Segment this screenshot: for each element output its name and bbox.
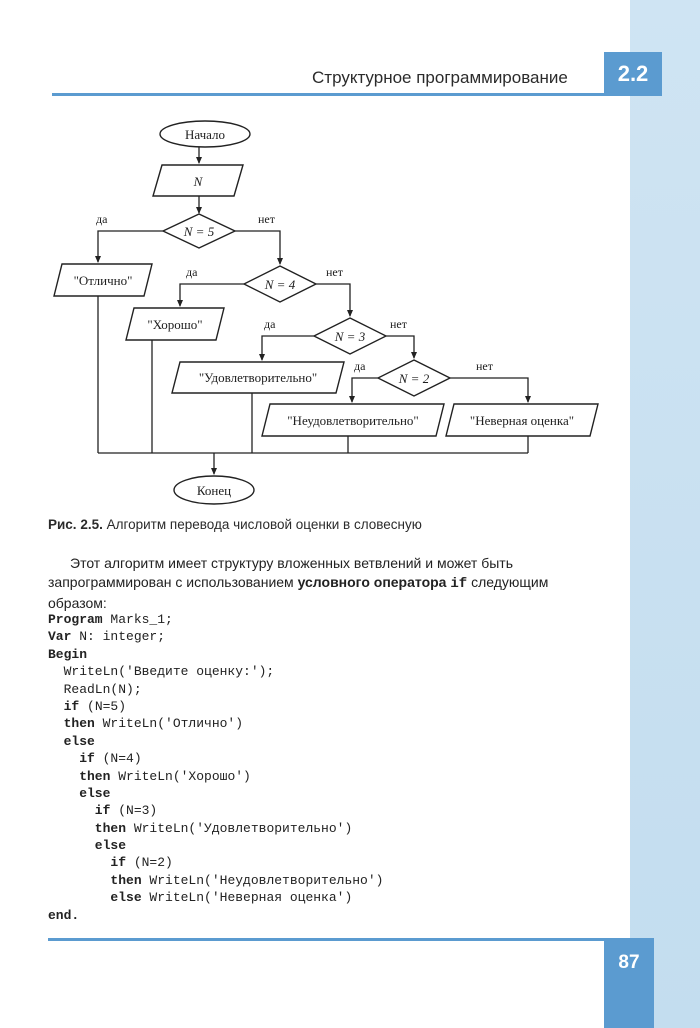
flow-arrow: [95, 230, 163, 263]
code-line: then WriteLn('Удовлетворительно'): [48, 820, 353, 836]
code-line: Var N: integer;: [48, 629, 166, 645]
output-otlichno: [53, 263, 153, 297]
code-line: end.: [48, 907, 80, 923]
paragraph-text: Этот алгоритм имеет структуру вложенных …: [48, 555, 514, 590]
decision-n2: [376, 359, 452, 397]
end-terminal: [173, 475, 255, 505]
code-line: Begin: [48, 646, 88, 662]
out5-label: "Неверная оценка": [470, 413, 574, 428]
code-line: Program Marks_1;: [48, 612, 173, 627]
out2-label: "Хорошо": [147, 317, 202, 332]
no-label: нет: [258, 212, 276, 226]
figure-caption-text: Алгоритм перевода числовой оценки в слов…: [106, 517, 422, 532]
code-line: WriteLn('Введите оценку:');: [48, 664, 275, 680]
paragraph-text-end: следующим образом:: [48, 574, 549, 611]
yes-label: да: [354, 359, 366, 373]
paragraph-keyword: if: [450, 576, 468, 592]
code-line: then WriteLn('Хорошо'): [48, 768, 251, 784]
running-header-title: Структурное программирование: [312, 68, 568, 87]
code-line: if (N=5): [48, 698, 127, 714]
end-label: Конец: [197, 483, 231, 498]
start-terminal: [159, 120, 251, 148]
out1-label: "Отлично": [74, 273, 133, 288]
flow-arrow: [450, 377, 531, 403]
code-line: then WriteLn('Отлично'): [48, 716, 244, 732]
cond2-label: N = 4: [264, 277, 296, 292]
flowchart: Начало N N = 5 N = 4 N = 3 N = 2 "Отличн…: [53, 120, 599, 505]
decision-n5: [161, 213, 237, 249]
chapter-number-tab: 2.2: [604, 52, 662, 96]
flow-arrow: [259, 335, 314, 361]
figure-caption: Рис. 2.5. Алгоритм перевода числовой оце…: [48, 517, 422, 532]
input-label: N: [193, 174, 204, 189]
paragraph-bold-term: условного оператора: [297, 574, 447, 590]
code-listing: Program Marks_1; Var N: integer; Begin W…: [48, 611, 383, 924]
decision-n3: [312, 317, 388, 355]
code-line: if (N=2): [48, 855, 173, 871]
flow-arrow: [386, 335, 417, 359]
code-line: else: [48, 785, 111, 801]
out3-label: "Удовлетворительно": [199, 370, 317, 385]
cond4-label: N = 2: [398, 371, 430, 386]
flow-arrow: [349, 377, 378, 403]
code-line: if (N=4): [48, 751, 142, 767]
body-paragraph: Этот алгоритм имеет структуру вложенных …: [48, 554, 608, 613]
code-line: else: [48, 733, 95, 749]
flow-arrow: [235, 230, 283, 265]
flow-arrow: [177, 283, 244, 307]
output-udovl: [171, 361, 345, 394]
yes-label: да: [264, 317, 276, 331]
input-parallelogram: [152, 164, 244, 197]
code-line: then WriteLn('Неудовлетворительно'): [48, 872, 384, 888]
flow-arrow: [316, 283, 353, 317]
output-nevernaya: [445, 403, 599, 437]
start-label: Начало: [185, 127, 225, 142]
output-neudovl: [261, 403, 445, 437]
code-line: else: [48, 838, 127, 854]
page-number: 87: [604, 938, 654, 1028]
yes-label: да: [186, 265, 198, 279]
out4-label: "Неудовлетворительно": [287, 413, 418, 428]
code-line: ReadLn(N);: [48, 681, 142, 697]
code-line: if (N=3): [48, 803, 158, 819]
output-khorosho: [125, 307, 225, 341]
no-label: нет: [390, 317, 408, 331]
side-strip: [630, 0, 700, 1028]
decision-n4: [242, 265, 318, 303]
cond3-label: N = 3: [334, 329, 366, 344]
footer-rule: [48, 938, 604, 941]
yes-label: да: [96, 212, 108, 226]
figure-caption-label: Рис. 2.5.: [48, 517, 103, 532]
no-label: нет: [476, 359, 494, 373]
code-line: else WriteLn('Неверная оценка'): [48, 890, 353, 906]
cond1-label: N = 5: [183, 224, 215, 239]
header-rule: [52, 93, 604, 96]
no-label: нет: [326, 265, 344, 279]
